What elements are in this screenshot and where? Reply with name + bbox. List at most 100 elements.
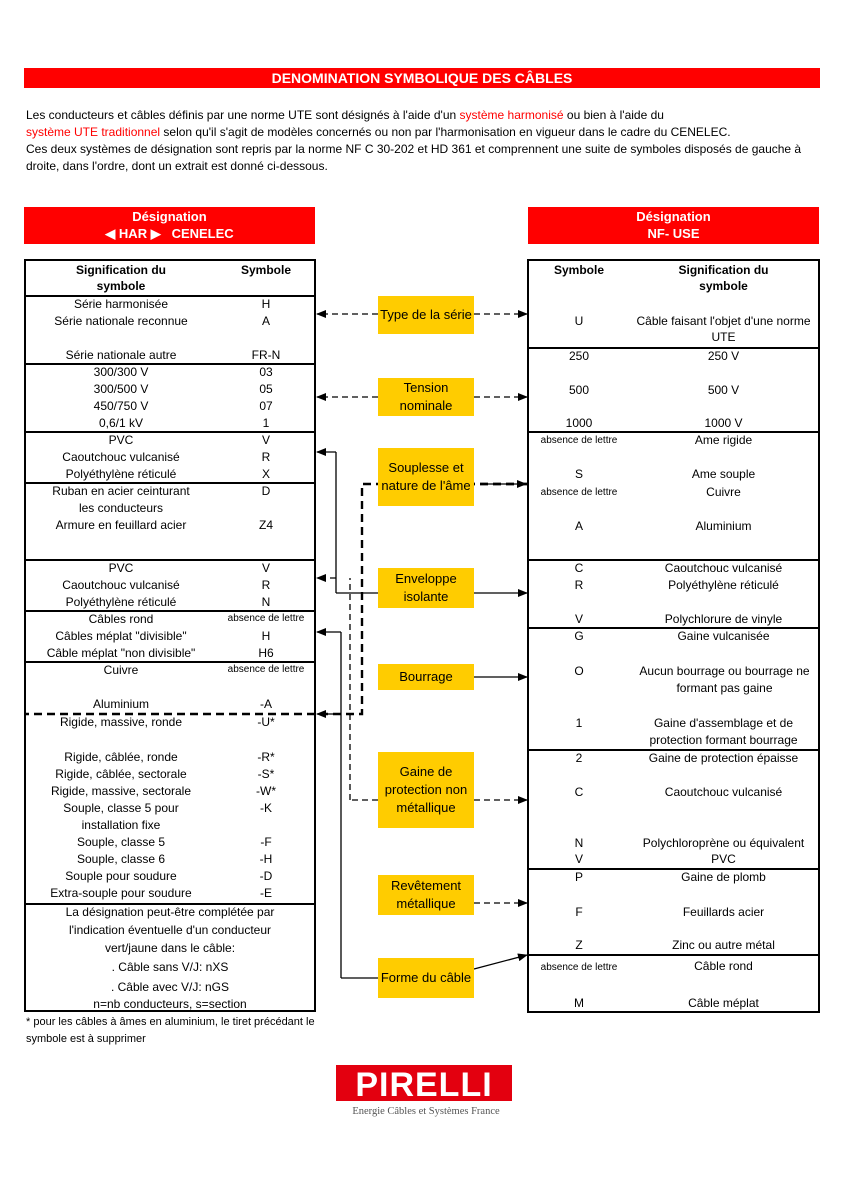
right-row-symbol: absence de lettre <box>540 435 618 446</box>
harmonized-system-highlight: système harmonisé <box>459 108 564 122</box>
right-row-meaning: Gaine de plomb <box>681 870 766 884</box>
left-row-symbol: 1 <box>262 416 270 430</box>
right-header-subtitle: NF- USE <box>647 226 700 241</box>
right-row-symbol: Z <box>575 938 583 952</box>
header-text: Signification du <box>678 263 769 277</box>
left-footer-line: La désignation peut-être complétée par <box>65 905 275 919</box>
right-row-meaning-text: Aucun bourrage ou bourrage ne formant pa… <box>639 664 810 695</box>
row-divider <box>26 559 314 561</box>
left-row-symbol: -A <box>260 697 272 711</box>
right-row-meaning: Aluminium <box>695 519 752 533</box>
left-row-meaning: Câble méplat "non divisible" <box>46 646 196 660</box>
left-row-meaning: Caoutchouc vulcanisé <box>62 450 180 464</box>
right-row-symbol: G <box>574 629 584 643</box>
row-divider <box>26 295 314 297</box>
header-text: symbole <box>96 279 146 293</box>
left-row-symbol: -W* <box>256 784 276 798</box>
left-row-symbol: -H <box>259 852 273 866</box>
right-row-meaning: Câble faisant l'objet d'une norme UTE <box>629 313 818 345</box>
category-gaine-protection: Gaine de protection non métallique <box>378 752 474 828</box>
page-title: DENOMINATION SYMBOLIQUE DES CÂBLES <box>24 68 820 88</box>
left-row-symbol: R <box>261 450 271 464</box>
left-row-symbol: -F <box>260 835 272 849</box>
left-row-symbol: -D <box>259 869 273 883</box>
logo-brand-text: PIRELLI <box>355 1066 492 1104</box>
left-row-symbol: A <box>261 314 270 328</box>
left-footer-line: n=nb conducteurs, s=section <box>93 997 247 1011</box>
right-row-meaning: Ame souple <box>691 467 756 481</box>
row-divider <box>529 431 818 433</box>
left-row-symbol: X <box>261 467 270 481</box>
right-row-meaning: Caoutchouc vulcanisé <box>664 785 783 799</box>
row-divider <box>529 749 818 751</box>
row-divider <box>26 482 314 484</box>
left-row-meaning: PVC <box>108 561 134 575</box>
left-row-symbol: R <box>261 578 271 592</box>
left-row-meaning: 300/500 V <box>93 382 149 396</box>
right-row-meaning: Caoutchouc vulcanisé <box>664 561 783 575</box>
row-divider <box>26 610 314 612</box>
right-row-symbol: M <box>574 996 584 1010</box>
right-row-symbol: 1000 <box>565 416 593 430</box>
intro-paragraph-2: Ces deux systèmes de désignation sont re… <box>26 142 802 173</box>
left-row-symbol: -S* <box>257 767 275 781</box>
right-row-symbol: C <box>574 785 584 799</box>
left-row-symbol: -E <box>260 886 272 900</box>
row-divider <box>26 431 314 433</box>
left-row-meaning: Rigide, massive, ronde <box>59 715 183 729</box>
har-label: HAR <box>118 226 148 241</box>
intro-text-part: ou bien à l'aide du <box>563 108 664 122</box>
intro-text: Les conducteurs et câbles définis par un… <box>26 107 816 175</box>
category-bourrage: Bourrage <box>378 664 474 690</box>
ute-system-highlight: système UTE traditionnel <box>26 125 161 139</box>
right-row-symbol: C <box>574 561 584 575</box>
cenelec-label: CENELEC <box>171 226 234 241</box>
left-row-symbol: D <box>261 484 271 498</box>
left-row-meaning: Souple, classe 5 pour <box>63 801 179 815</box>
category-forme-cable: Forme du câble <box>378 958 474 998</box>
left-col-symbol-header: Symbole <box>240 263 291 277</box>
left-designation-header: Désignation ◀ HAR ▶ CENELEC <box>24 207 315 244</box>
right-row-meaning: Feuillards acier <box>682 905 765 919</box>
right-row-symbol: absence de lettre <box>540 487 618 498</box>
left-row-symbol: 03 <box>259 365 273 379</box>
left-footer-line: . Câble sans V/J: nXS <box>111 960 229 974</box>
left-row-meaning: Aluminium <box>92 697 149 711</box>
left-row-meaning: Armure en feuillard acier <box>55 518 187 532</box>
right-row-meaning: 500 V <box>707 383 740 397</box>
right-row-symbol: 500 <box>568 383 590 397</box>
left-row-meaning: 300/300 V <box>93 365 149 379</box>
left-footer-line: vert/jaune dans le câble: <box>104 941 236 955</box>
row-divider <box>529 954 818 956</box>
right-row-symbol: absence de lettre <box>540 962 618 973</box>
right-row-meaning: Polychloroprène ou équivalent <box>642 836 805 850</box>
left-row-symbol: 07 <box>259 399 273 413</box>
right-row-meaning: 1000 V <box>704 416 743 430</box>
pirelli-logo: PIRELLI Energie Câbles et Systèmes Franc… <box>334 1063 514 1119</box>
left-row-symbol: H <box>261 297 271 311</box>
logo-tagline: Energie Câbles et Systèmes France <box>352 1106 500 1117</box>
header-text: symbole <box>699 279 748 293</box>
right-row-meaning: Polyéthylène réticulé <box>668 578 779 592</box>
left-row-meaning: Cuivre <box>103 663 139 677</box>
intro-paragraph-1: Les conducteurs et câbles définis par un… <box>26 107 816 141</box>
right-row-symbol: R <box>574 578 584 592</box>
left-row-meaning: Souple, classe 5 <box>76 835 166 849</box>
row-divider <box>26 903 314 905</box>
left-row-meaning: Série nationale autre <box>65 348 177 362</box>
left-row-meaning: 450/750 V <box>93 399 149 413</box>
left-row-symbol: absence de lettre <box>227 613 305 624</box>
right-row-symbol: 250 <box>568 349 590 363</box>
header-text: Signification du <box>76 263 166 277</box>
left-footer-line: . Câble avec V/J: nGS <box>110 980 230 994</box>
intro-text-part: selon qu'il s'agit de modèles concernés … <box>160 125 731 139</box>
right-row-symbol: A <box>574 519 583 533</box>
left-row-meaning: Câbles rond <box>88 612 154 626</box>
right-row-symbol: N <box>574 836 584 850</box>
left-row-meaning: PVC <box>108 433 134 447</box>
right-row-meaning: Aucun bourrage ou bourrage ne formant pa… <box>629 663 820 697</box>
left-footer-line: l'indication éventuelle d'un conducteur <box>68 923 272 937</box>
right-row-meaning: Câble rond <box>694 959 753 973</box>
